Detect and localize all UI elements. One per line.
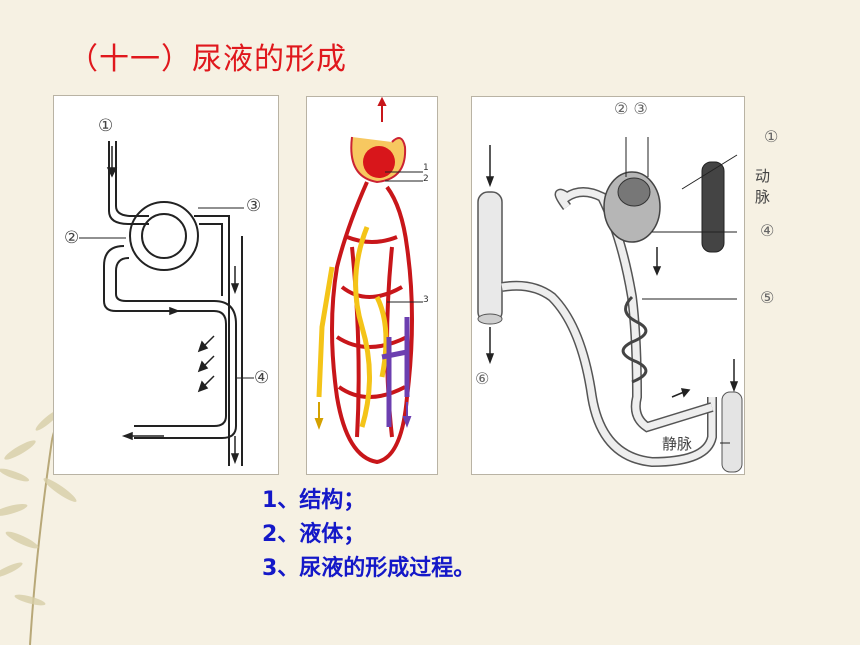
topic-list: 1、结构； 2、液体； 3、尿液的形成过程。 [262,484,475,586]
label-1: ① [98,116,114,136]
list-item: 3、尿液的形成过程。 [262,556,476,581]
nephron-color-illustration-panel: 1 2 3 [306,96,438,475]
nephron-3d-illustration-panel: ② ③ ① 动脉 ④ ⑤ ⑥ 静脉 [471,96,778,475]
label-n1: 1 [423,163,429,173]
nephron-diagram-panel: ① ② ③ ④ [53,95,279,475]
label-2-3: ② ③ [614,99,648,118]
vein-label: 静脉 [662,435,693,453]
list-item: 2、液体； [262,522,366,547]
nephron-color-illustration [314,97,423,465]
nephron-3d-illustration [477,137,743,473]
page-title: （十一）尿液的形成 [68,42,347,77]
label-2: ② [64,228,80,248]
list-item: 1、结构； [262,488,366,513]
label-1: ① [764,127,779,146]
label-n2: 2 [423,174,429,184]
label-5: ⑤ [760,288,775,307]
label-4: ④ [760,221,775,240]
label-6: ⑥ [475,369,490,388]
nephron-diagram [79,141,254,466]
artery-label: 动脉 [755,167,771,206]
label-3: ③ [246,196,262,216]
label-4: ④ [254,368,270,388]
label-n3: 3 [423,295,429,305]
